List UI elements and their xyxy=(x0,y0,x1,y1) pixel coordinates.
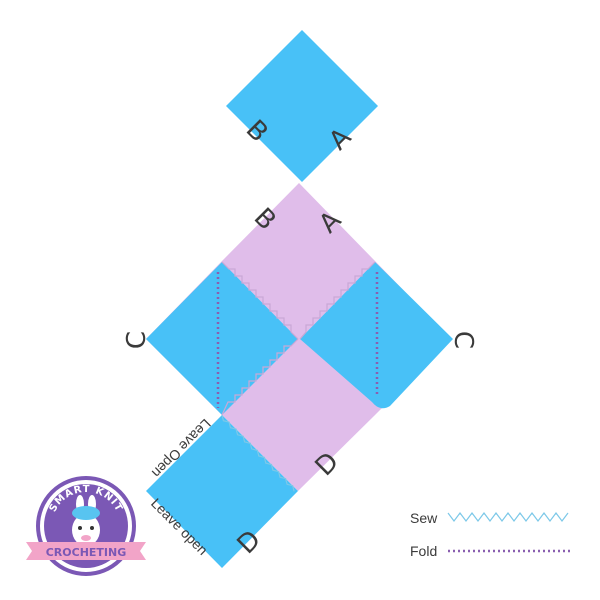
left-blue-square xyxy=(146,262,298,415)
legend: Sew Fold xyxy=(410,510,570,559)
sew-seam-lower xyxy=(221,414,295,492)
legend-sew-swatch xyxy=(447,512,569,522)
label-left-c: C xyxy=(122,331,152,349)
logo-ribbon xyxy=(26,542,146,560)
logo: SMART KNIT CROCHETING xyxy=(26,476,146,576)
llama-nose-icon xyxy=(81,535,91,541)
legend-fold-label: Fold xyxy=(410,543,437,559)
seam-center-lower xyxy=(221,338,299,416)
legend-sew-label: Sew xyxy=(410,510,438,526)
llama-head-icon xyxy=(72,514,100,546)
right-blue-square xyxy=(300,262,453,409)
llama-eye-right-icon xyxy=(90,526,94,530)
llama-eye-left-icon xyxy=(78,526,82,530)
label-right-c: C xyxy=(448,331,478,349)
logo-ribbon-text: CROCHETING xyxy=(46,546,127,559)
seam-left-upper xyxy=(221,261,299,340)
bottom-blue-square xyxy=(146,415,298,568)
llama-wool-icon xyxy=(72,506,100,520)
seam-right-upper xyxy=(299,261,376,340)
top-blue-square xyxy=(226,30,378,182)
